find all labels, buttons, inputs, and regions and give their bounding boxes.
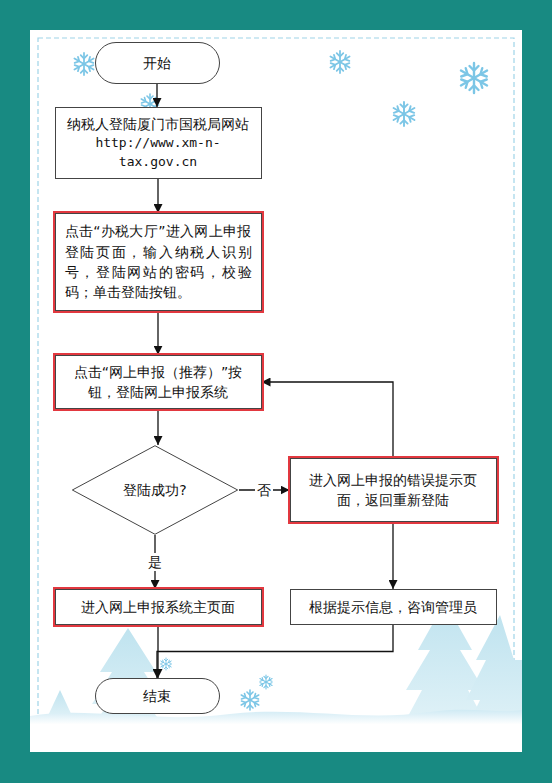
node-text: 开始	[106, 53, 209, 73]
flow-arrow	[157, 311, 158, 355]
node-text: 点击“办税大厅”进入网上申报登陆页面，输入纳税人识别号，登陆网站的密码，校验码；…	[65, 221, 252, 302]
start-terminal: 开始	[95, 42, 220, 84]
node-text: 结束	[106, 686, 209, 706]
node-text: 进入网上申报系统主页面	[65, 597, 252, 617]
edge-label: 是	[146, 553, 164, 572]
node-text: 登陆成功?	[101, 480, 209, 500]
process-box: 点击“办税大厅”进入网上申报登陆页面，输入纳税人识别号，登陆网站的密码，校验码；…	[55, 213, 262, 311]
node-text: 点击“网上申报（推荐）”按钮，登陆网上申报系统	[65, 362, 252, 403]
end-terminal: 结束	[95, 678, 220, 714]
node-text: 根据提示信息，咨询管理员	[300, 597, 487, 617]
flow-arrow	[157, 625, 393, 678]
flow-arrow	[157, 179, 158, 213]
decision-diamond: 登陆成功?	[71, 445, 239, 535]
flow-arrow	[157, 409, 158, 445]
flow-arrow	[262, 382, 394, 458]
snow-ground	[30, 710, 522, 752]
flow-arrow	[156, 84, 157, 107]
node-text: 进入网上申报的错误提示页面，返回重新登陆	[300, 470, 487, 511]
edge-label: 否	[255, 481, 273, 500]
flow-arrow	[392, 522, 393, 589]
process-box: 进入网上申报系统主页面	[55, 589, 262, 625]
card	[30, 30, 522, 752]
dashed-frame	[38, 38, 514, 744]
process-box: 点击“网上申报（推荐）”按钮，登陆网上申报系统	[55, 355, 262, 410]
process-box: 根据提示信息，咨询管理员	[290, 589, 497, 625]
node-text: http://www.xm-n-tax.gov.cn	[65, 134, 252, 172]
process-box: 进入网上申报的错误提示页面，返回重新登陆	[290, 458, 497, 522]
node-text: 纳税人登陆厦门市国税局网站	[65, 114, 252, 134]
process-box: 纳税人登陆厦门市国税局网站http://www.xm-n-tax.gov.cn	[55, 107, 262, 179]
